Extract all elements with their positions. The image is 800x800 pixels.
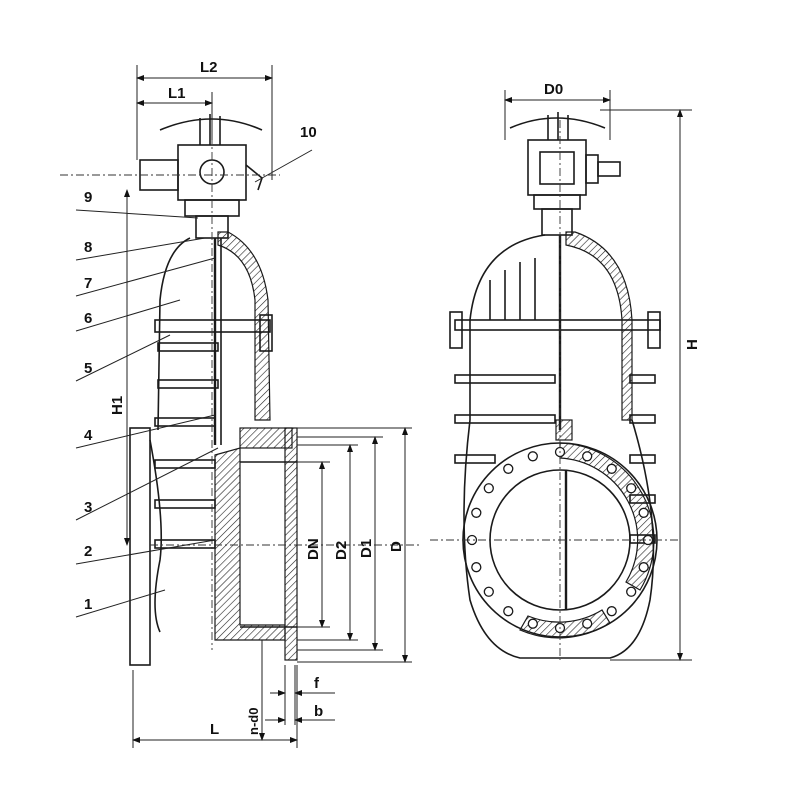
dim-L1: L1 xyxy=(168,85,186,102)
bolt-hole xyxy=(626,483,637,494)
dim-H: H xyxy=(684,339,701,350)
part-label-6: 6 xyxy=(84,310,92,327)
bolt-hole xyxy=(503,606,514,617)
bolt-hole xyxy=(582,618,593,629)
part-label-2: 2 xyxy=(84,543,92,560)
left-dimensions: L2 L1 H1 L n-d0 f b DN D2 D1 D xyxy=(109,59,412,748)
bolt-hole xyxy=(503,463,514,474)
bolt-hole xyxy=(483,483,494,494)
bolt-hole xyxy=(582,451,593,462)
dim-D1: D1 xyxy=(358,539,375,558)
bolt-hole xyxy=(606,463,617,474)
dim-L2: L2 xyxy=(200,59,218,76)
front-view xyxy=(430,112,680,660)
bolt-hole xyxy=(471,562,482,573)
bolt-hole xyxy=(638,507,649,518)
part-label-8: 8 xyxy=(84,239,92,256)
part-label-3: 3 xyxy=(84,499,92,516)
side-section-view xyxy=(60,114,420,666)
dim-H1: H1 xyxy=(109,396,126,415)
part-label-5: 5 xyxy=(84,360,92,377)
right-dimensions: D0 H xyxy=(504,81,701,661)
bolt-hole xyxy=(638,562,649,573)
bolt-hole xyxy=(527,451,538,462)
dim-f: f xyxy=(314,675,320,692)
dim-b: b xyxy=(314,703,323,720)
dim-DN: DN xyxy=(305,538,322,560)
bolt-hole xyxy=(471,507,482,518)
actuator-left xyxy=(139,114,263,239)
dim-D0: D0 xyxy=(544,81,563,98)
part-label-10: 10 xyxy=(300,124,317,141)
yoke-ribs-right xyxy=(449,258,661,544)
part-label-4: 4 xyxy=(84,427,93,444)
dim-n-d0: n-d0 xyxy=(246,708,261,735)
part-label-7: 7 xyxy=(84,275,92,292)
bolt-hole xyxy=(527,618,538,629)
bolt-hole xyxy=(483,586,494,597)
bolt-hole xyxy=(606,606,617,617)
dim-L: L xyxy=(210,721,219,738)
dim-D: D xyxy=(388,541,405,552)
dim-D2: D2 xyxy=(333,541,350,560)
actuator-right xyxy=(509,112,621,236)
part-label-1: 1 xyxy=(84,596,92,613)
bolt-hole xyxy=(626,586,637,597)
part-callouts: 10 9 8 7 6 5 4 3 2 1 xyxy=(75,124,317,618)
yoke-ribs-left xyxy=(154,314,273,549)
part-label-9: 9 xyxy=(84,189,92,206)
